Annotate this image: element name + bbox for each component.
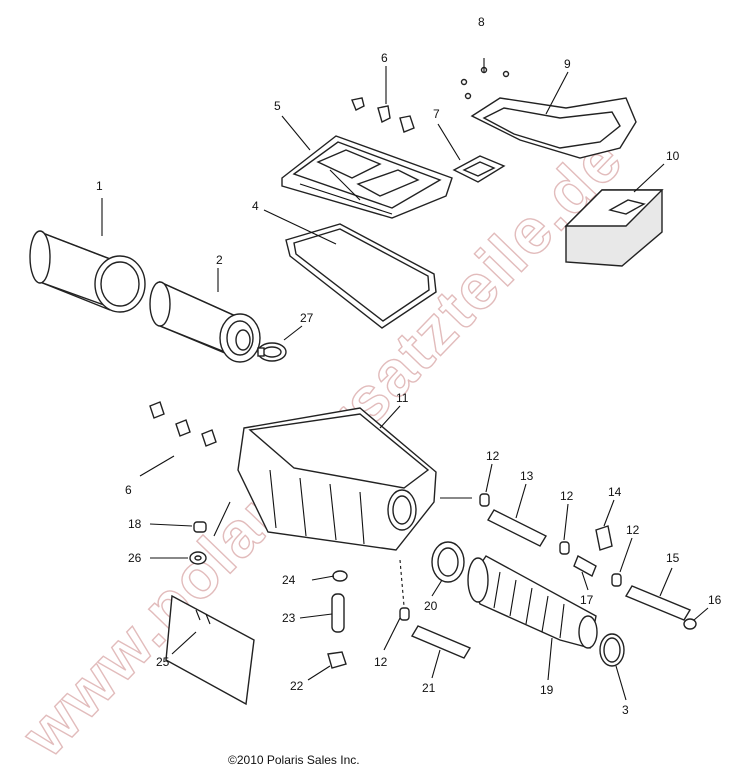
callout-18: 18 xyxy=(128,517,142,531)
callout-12-d: 12 xyxy=(374,655,388,669)
callout-11: 11 xyxy=(396,391,409,405)
callout-23: 23 xyxy=(282,611,296,625)
callout-numbers: 1 2 3 4 5 6 6 7 8 9 10 11 12 12 12 12 13… xyxy=(96,15,722,717)
callout-5: 5 xyxy=(274,99,281,113)
callout-12-a: 12 xyxy=(486,449,500,463)
callout-1: 1 xyxy=(96,179,103,193)
part-18-plug xyxy=(193,521,207,533)
part-19-intake-boot xyxy=(467,555,598,649)
callout-12-c: 12 xyxy=(626,523,640,537)
part-3-clamp xyxy=(599,633,625,667)
part-7-plate xyxy=(452,155,506,183)
part-12-clamps xyxy=(399,493,622,621)
callout-7: 7 xyxy=(433,107,440,121)
callout-12-b: 12 xyxy=(560,489,574,503)
callout-25: 25 xyxy=(156,655,170,669)
callout-9: 9 xyxy=(564,57,571,71)
part-24-clamp xyxy=(332,570,348,582)
part-13-tube xyxy=(487,509,547,547)
part-20-collar xyxy=(431,541,465,583)
part-23-tube xyxy=(331,593,345,633)
callout-10: 10 xyxy=(666,149,680,163)
part-4-gasket xyxy=(285,223,437,329)
callout-26: 26 xyxy=(128,551,142,565)
callout-27: 27 xyxy=(300,311,314,325)
part-21-tube xyxy=(410,625,472,659)
part-15-tube xyxy=(624,585,692,621)
part-14-clip xyxy=(595,525,613,551)
callout-4: 4 xyxy=(252,199,259,213)
callout-14: 14 xyxy=(608,485,622,499)
part-10-foam-block xyxy=(564,189,664,267)
callout-8: 8 xyxy=(478,15,485,29)
part-1-prefilter xyxy=(29,230,146,313)
callout-6-left: 6 xyxy=(125,483,132,497)
callout-3: 3 xyxy=(622,703,629,717)
callout-13: 13 xyxy=(520,469,534,483)
callout-2: 2 xyxy=(216,253,223,267)
leader-lines xyxy=(101,66,709,701)
part-25-panel xyxy=(165,594,255,706)
part-5-airbox-lid xyxy=(281,135,453,219)
callout-20: 20 xyxy=(424,599,438,613)
part-6-elbows-left xyxy=(149,401,217,447)
part-9-duct-cover xyxy=(470,97,637,159)
callout-22: 22 xyxy=(290,679,304,693)
part-16-ring xyxy=(683,618,697,630)
part-8-screws xyxy=(460,58,510,100)
callout-21: 21 xyxy=(422,681,436,695)
callout-16: 16 xyxy=(708,593,722,607)
copyright-text: ©2010 Polaris Sales Inc. xyxy=(228,753,360,767)
part-2-air-filter xyxy=(149,280,261,363)
callout-24: 24 xyxy=(282,573,296,587)
callout-15: 15 xyxy=(666,551,680,565)
part-11-airbox-base xyxy=(237,407,437,551)
part-22-fitting xyxy=(327,651,347,669)
part-26-washer xyxy=(189,551,207,565)
callout-17: 17 xyxy=(580,593,594,607)
part-17-connector xyxy=(573,555,597,577)
part-6-elbows-top xyxy=(351,97,415,133)
callout-19: 19 xyxy=(540,683,554,697)
part-27-clamp xyxy=(257,342,287,362)
callout-6-top: 6 xyxy=(381,51,388,65)
